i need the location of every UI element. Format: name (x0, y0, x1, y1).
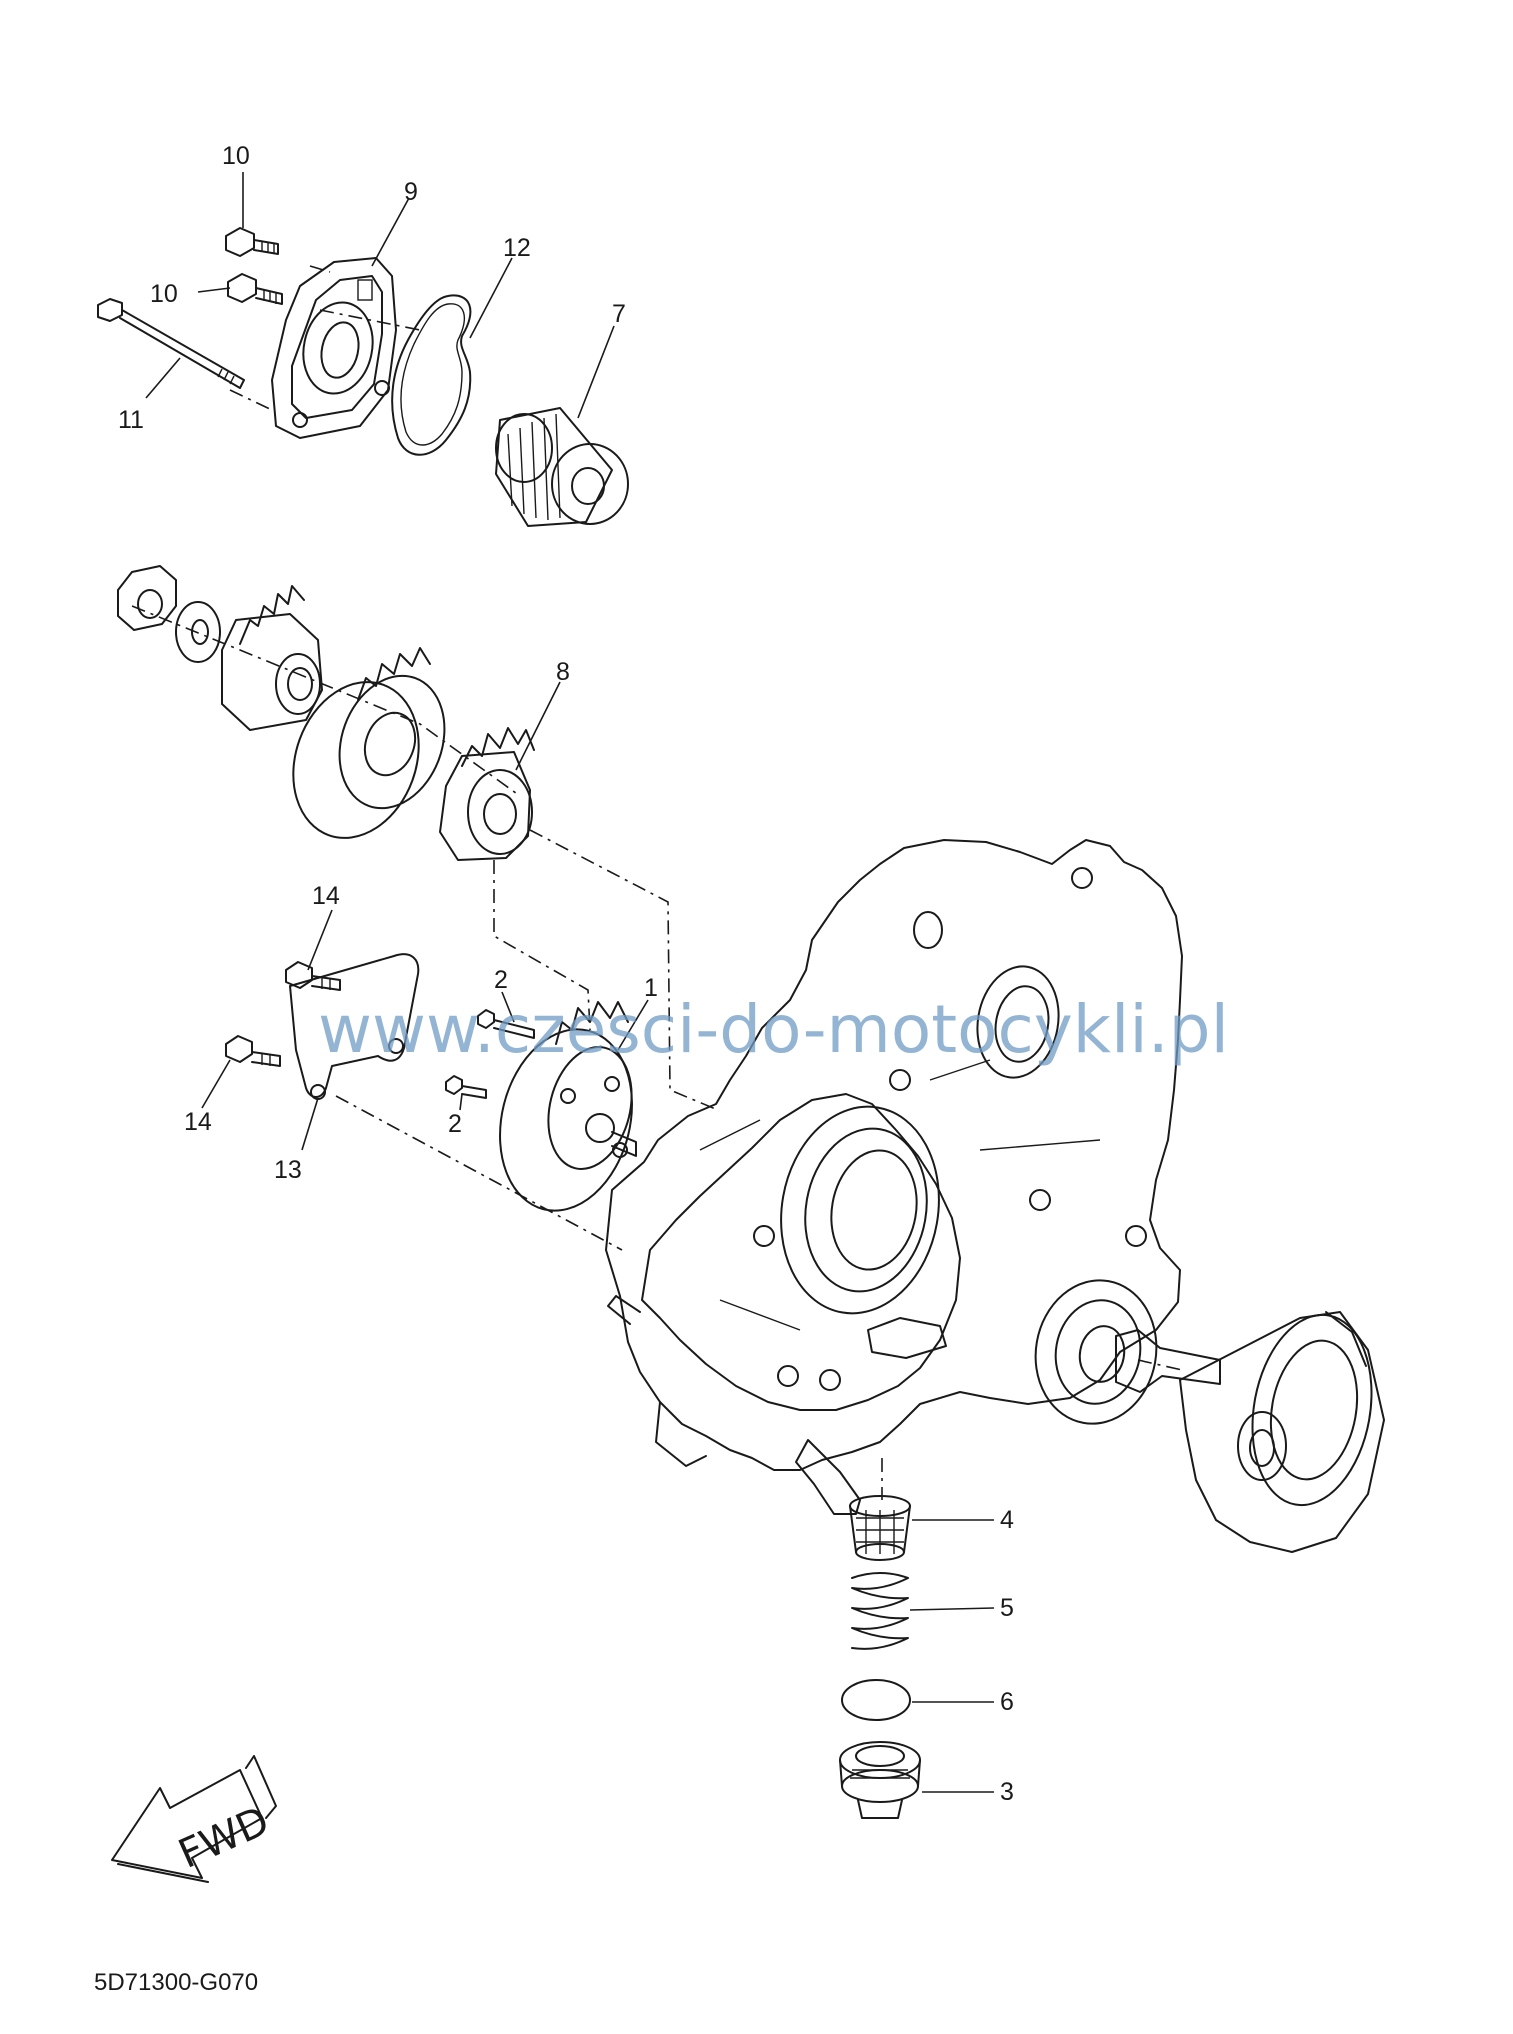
callout-10-lower: 10 (150, 280, 178, 308)
callout-14-upper: 14 (312, 882, 340, 910)
crankshaft-flywheel (1115, 1311, 1385, 1553)
drain-plug-3 (839, 1741, 921, 1819)
strainer-group (839, 1495, 921, 1819)
screw-14-upper (285, 961, 341, 991)
leader-lines (145, 172, 995, 1793)
oil-pump-1 (499, 1001, 637, 1212)
assembly-lines (131, 265, 1183, 1500)
callout-2-upper: 2 (494, 966, 508, 994)
watermark-url: www.czesci-do-motocykli.pl (318, 991, 1229, 1068)
diagram-code: 5D71300-G070 (94, 1969, 258, 1996)
callout-13: 13 (274, 1156, 302, 1184)
callout-6: 6 (1000, 1688, 1014, 1716)
callout-labels: 10 9 12 10 7 11 8 14 2 1 2 14 13 4 5 6 3 (118, 142, 1014, 1806)
bolt-10-lower (227, 273, 283, 305)
crankcase-half (605, 839, 1183, 1515)
callout-11: 11 (118, 406, 144, 434)
callout-3: 3 (1000, 1778, 1014, 1806)
callout-4: 4 (1000, 1506, 1014, 1534)
oil-filter-7 (495, 407, 629, 527)
drive-gear (221, 585, 323, 731)
callout-2-lower: 2 (448, 1110, 462, 1138)
bolt-10-upper (225, 227, 279, 257)
callout-10-upper: 10 (222, 142, 250, 170)
callout-1: 1 (644, 974, 658, 1002)
washer (175, 601, 221, 663)
fwd-direction-arrow: FWD (111, 1755, 277, 1883)
callout-12: 12 (503, 234, 531, 262)
driven-gear-8 (439, 727, 535, 861)
gear-group (117, 565, 535, 861)
screw-2-lower (445, 1075, 487, 1099)
o-ring-6 (841, 1679, 911, 1721)
o-ring-12 (391, 294, 472, 456)
spring-5 (851, 1572, 909, 1650)
callout-9: 9 (404, 178, 418, 206)
callout-5: 5 (1000, 1594, 1014, 1622)
fwd-label: FWD (172, 1798, 276, 1878)
screw-14-lower (225, 1035, 281, 1067)
filter-cover-9 (271, 257, 397, 439)
large-gear (292, 647, 446, 839)
screw-2-upper (477, 1009, 535, 1039)
filter-cover-group (97, 227, 629, 527)
callout-14-lower: 14 (184, 1108, 212, 1136)
nut (117, 565, 177, 631)
callout-8: 8 (556, 658, 570, 686)
callout-7: 7 (612, 300, 626, 328)
strainer-4 (849, 1495, 911, 1561)
long-bolt-11 (97, 298, 245, 389)
